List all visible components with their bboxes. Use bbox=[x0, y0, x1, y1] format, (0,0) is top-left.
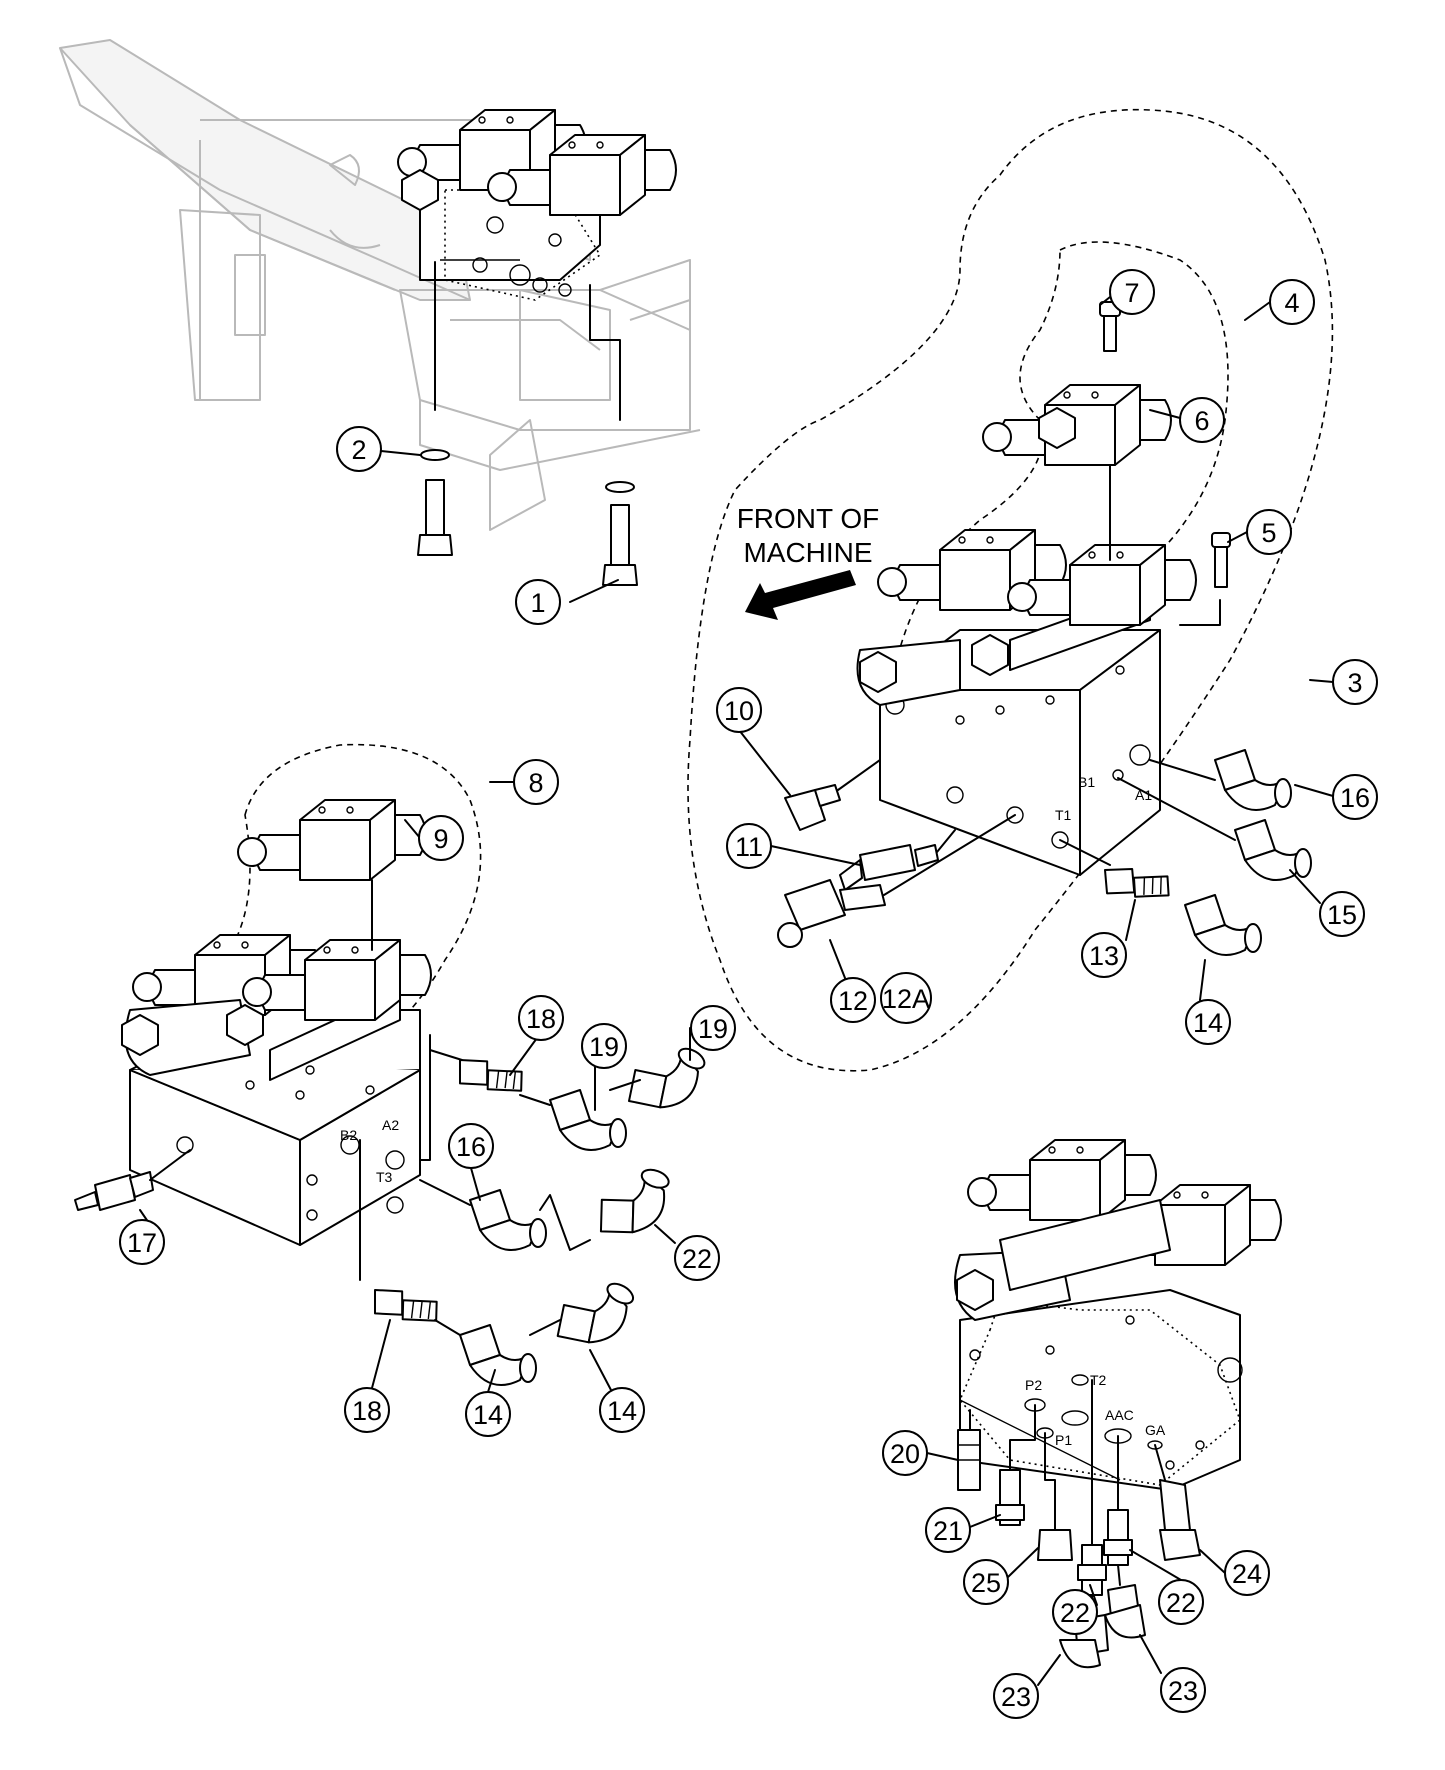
callout-16a: 16 bbox=[1332, 774, 1378, 820]
svg-text:17: 17 bbox=[127, 1228, 157, 1258]
callout-9: 9 bbox=[418, 815, 464, 861]
callout-1: 1 bbox=[515, 579, 561, 625]
port-p2: P2 bbox=[1025, 1377, 1042, 1393]
svg-text:9: 9 bbox=[433, 824, 448, 854]
callout-2: 2 bbox=[336, 426, 382, 472]
callout-19b: 19 bbox=[690, 1005, 736, 1051]
note-line-1: FRONT OF bbox=[737, 503, 880, 534]
bolt-left bbox=[417, 449, 453, 556]
callout-6: 6 bbox=[1179, 397, 1225, 443]
callout-20: 20 bbox=[882, 1430, 928, 1476]
note-line-2: MACHINE bbox=[743, 537, 872, 568]
svg-text:20: 20 bbox=[890, 1439, 920, 1469]
port-ga: GA bbox=[1145, 1422, 1166, 1438]
front-of-machine-note: FRONT OF MACHINE bbox=[737, 503, 880, 620]
callout-22a: 22 bbox=[1052, 1589, 1098, 1635]
svg-text:4: 4 bbox=[1284, 288, 1299, 318]
callout-19a: 19 bbox=[581, 1023, 627, 1069]
callout-3: 3 bbox=[1332, 659, 1378, 705]
svg-text:6: 6 bbox=[1194, 406, 1209, 436]
svg-text:23: 23 bbox=[1168, 1676, 1198, 1706]
callout-21: 21 bbox=[925, 1507, 971, 1553]
callout-10: 10 bbox=[716, 687, 762, 733]
svg-text:11: 11 bbox=[735, 832, 763, 862]
callout-5: 5 bbox=[1246, 509, 1292, 555]
svg-text:5: 5 bbox=[1261, 518, 1276, 548]
callout-12: 12 bbox=[830, 977, 876, 1023]
port-t2: T2 bbox=[1090, 1372, 1107, 1388]
svg-text:8: 8 bbox=[528, 768, 543, 798]
svg-text:22: 22 bbox=[1060, 1598, 1090, 1628]
svg-text:18: 18 bbox=[352, 1396, 382, 1426]
upper-right-assembly: B1 A1 T1 bbox=[687, 108, 1334, 1072]
front-arrow-icon bbox=[745, 570, 856, 620]
port-t3: T3 bbox=[376, 1169, 393, 1185]
callout-22b: 22 bbox=[1158, 1579, 1204, 1625]
callout-8: 8 bbox=[513, 759, 559, 805]
svg-text:18: 18 bbox=[526, 1004, 556, 1034]
callout-15: 15 bbox=[1319, 891, 1365, 937]
svg-text:7: 7 bbox=[1124, 278, 1139, 308]
svg-text:22: 22 bbox=[682, 1244, 712, 1274]
callout-23b: 23 bbox=[993, 1673, 1039, 1719]
svg-text:3: 3 bbox=[1347, 668, 1362, 698]
callout-23a: 22 bbox=[674, 1235, 720, 1281]
svg-text:13: 13 bbox=[1089, 941, 1119, 971]
callout-14b: 14 bbox=[465, 1391, 511, 1437]
svg-text:16: 16 bbox=[1340, 783, 1370, 813]
callout-14c: 14 bbox=[599, 1387, 645, 1433]
callout-18b: 18 bbox=[344, 1387, 390, 1433]
svg-text:25: 25 bbox=[971, 1568, 1001, 1598]
bottom-right-assembly: P2 T2 P1 AAC GA bbox=[954, 1139, 1282, 1669]
middle-left-assembly: B2 A2 T3 bbox=[74, 743, 712, 1386]
svg-text:12A: 12A bbox=[882, 984, 930, 1014]
callout-17: 17 bbox=[119, 1219, 165, 1265]
callout-16b: 16 bbox=[448, 1123, 494, 1169]
callout-7: 7 bbox=[1109, 269, 1155, 315]
svg-text:19: 19 bbox=[698, 1014, 728, 1044]
svg-text:22: 22 bbox=[1166, 1588, 1196, 1618]
callout-18a: 18 bbox=[518, 995, 564, 1041]
svg-text:16: 16 bbox=[456, 1132, 486, 1162]
svg-text:21: 21 bbox=[933, 1516, 963, 1546]
port-p1: P1 bbox=[1055, 1432, 1072, 1448]
svg-text:14: 14 bbox=[607, 1396, 637, 1426]
svg-text:24: 24 bbox=[1232, 1559, 1262, 1589]
callout-14a: 14 bbox=[1185, 999, 1231, 1045]
callout-4: 4 bbox=[1269, 279, 1315, 325]
svg-text:10: 10 bbox=[724, 696, 754, 726]
svg-text:14: 14 bbox=[473, 1400, 503, 1430]
port-b1: B1 bbox=[1078, 774, 1095, 790]
machine-frame bbox=[59, 39, 701, 531]
svg-text:12: 12 bbox=[838, 986, 868, 1016]
port-t1: T1 bbox=[1055, 807, 1072, 823]
port-aac: AAC bbox=[1105, 1407, 1134, 1423]
bolt-right bbox=[602, 481, 638, 586]
svg-text:14: 14 bbox=[1193, 1008, 1223, 1038]
callout-12a: 12A bbox=[880, 972, 932, 1024]
svg-text:23: 23 bbox=[1001, 1682, 1031, 1712]
svg-text:1: 1 bbox=[530, 588, 545, 618]
port-a2: A2 bbox=[382, 1117, 399, 1133]
svg-text:2: 2 bbox=[351, 435, 366, 465]
callout-11: 11 bbox=[726, 823, 772, 869]
callout-13: 13 bbox=[1081, 932, 1127, 978]
svg-text:15: 15 bbox=[1327, 900, 1357, 930]
top-valve-assembly bbox=[397, 109, 677, 421]
callout-24: 24 bbox=[1224, 1550, 1270, 1596]
svg-text:19: 19 bbox=[589, 1032, 619, 1062]
callout-23c: 23 bbox=[1160, 1667, 1206, 1713]
callout-25: 25 bbox=[963, 1559, 1009, 1605]
port-b2: B2 bbox=[340, 1127, 357, 1143]
port-a1: A1 bbox=[1135, 787, 1152, 803]
